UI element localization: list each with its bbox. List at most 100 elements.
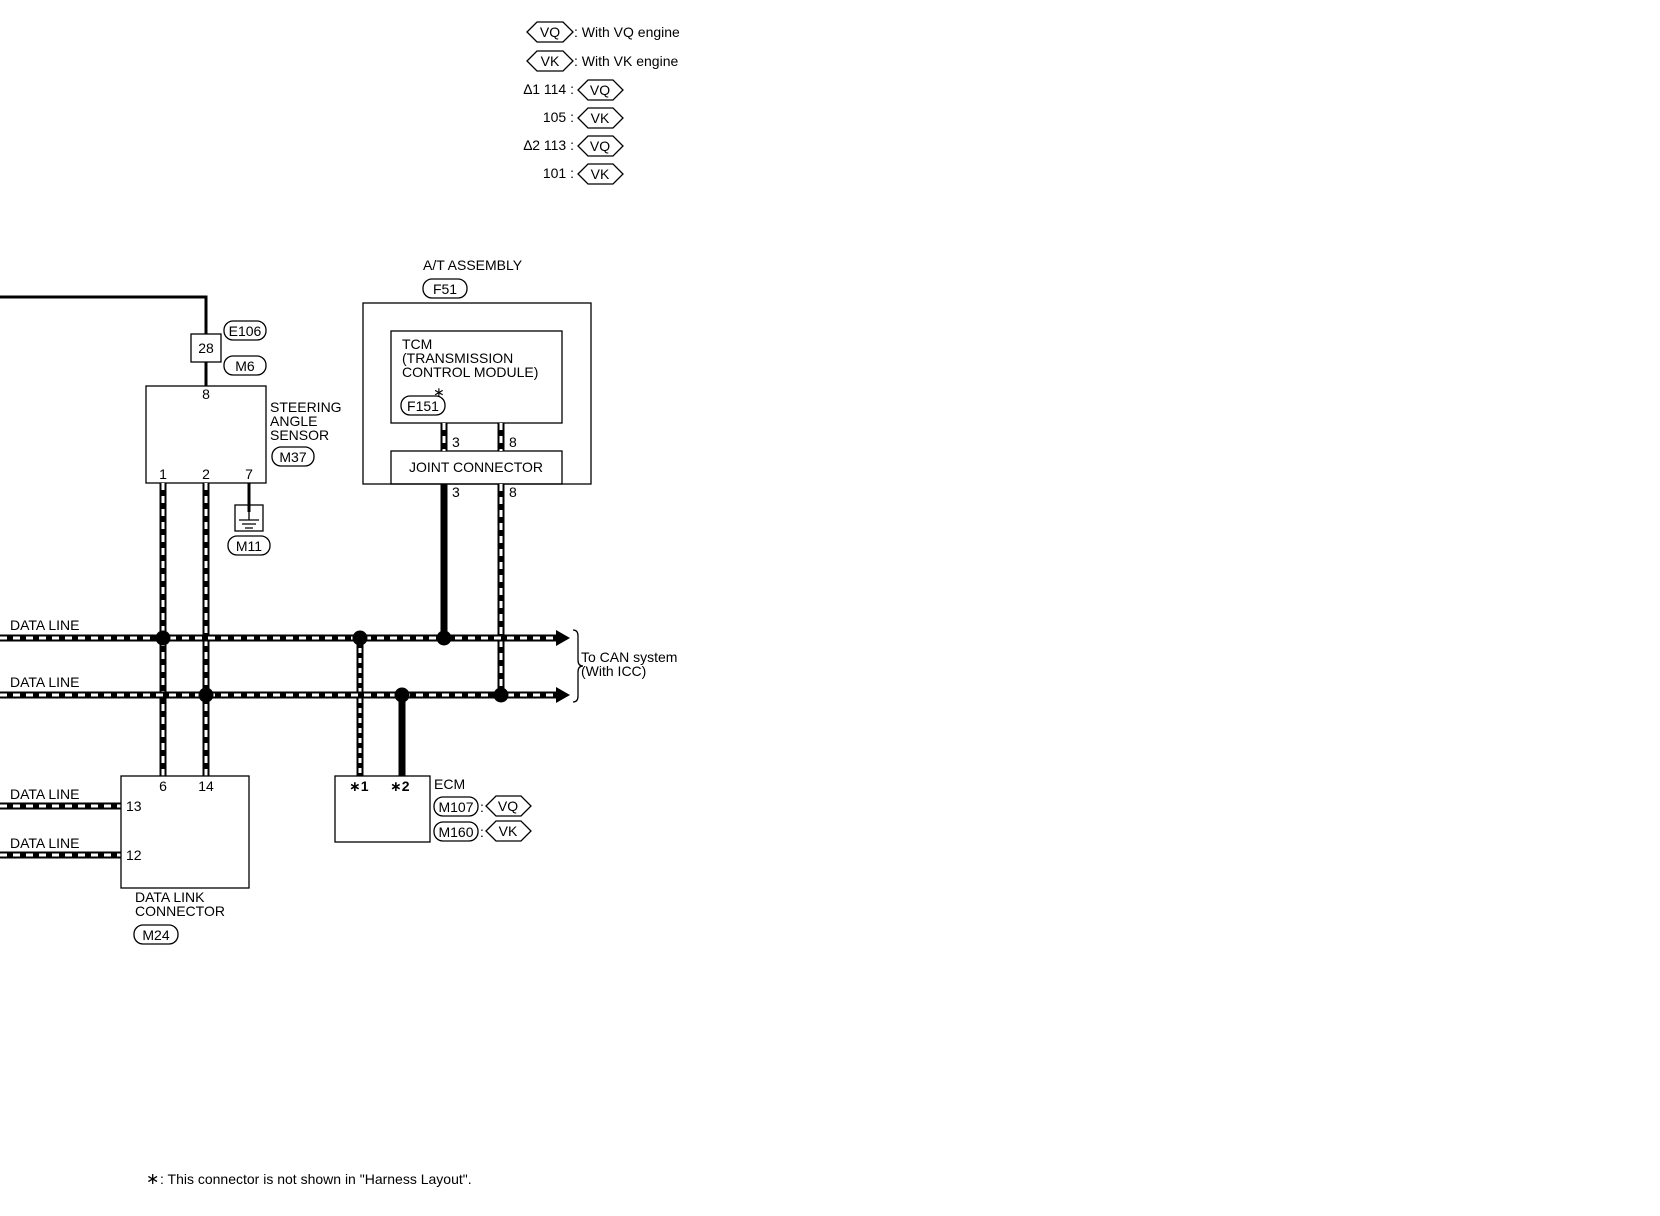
dlc-label-line1: DATA LINK [135,889,205,905]
ecm-pin-star1: ∗1 [349,778,369,794]
vk-legend-text: : With VK engine [574,53,678,69]
data-line-label-2: DATA LINE [10,674,80,690]
vq-tag-label: VQ [540,24,560,40]
can-brace [572,629,584,703]
footnote-text: : This connector is not shown in "Harnes… [160,1171,472,1187]
legend-vq-row: VQ : With VQ engine [526,21,680,43]
f51-connector-tag [422,278,468,299]
m24-connector-label: M24 [142,927,169,943]
steering-pin-2: 2 [202,466,210,482]
m6-connector-label: M6 [235,358,255,374]
m37-connector-tag [271,446,315,467]
joint-connector-label: JOINT CONNECTOR [409,459,543,475]
data-wires [0,423,570,859]
tcm-star: ∗ [433,384,445,400]
ecm-vk-tag-shape [485,820,532,842]
ecm-vq-tag-shape [485,795,532,817]
note1-vq-tag: VQ [590,82,610,98]
m107-connector-label: M107 [438,799,473,815]
m24-connector-tag [133,924,179,945]
dlc-pin-13: 13 [126,798,142,814]
ground-m11: M11 [227,483,271,556]
ground-symbol-icon [239,512,259,529]
tcm-label-line1: TCM [402,336,432,352]
footnote: ∗ : This connector is not shown in "Harn… [146,1171,472,1188]
at-assembly-box [362,302,592,485]
tcm-box [390,330,563,424]
dlc-data-line-13-label: DATA LINE [10,786,80,802]
m37-connector-label: M37 [279,449,306,465]
tcm-pin-8-top: 8 [509,434,517,450]
tcm-pin-3-bottom: 3 [452,484,460,500]
power-feed-wire [0,295,208,334]
to-can-line1: To CAN system [581,649,677,665]
ecm-title: ECM [434,776,465,792]
ecm-colon-1: : [480,799,484,815]
steering-angle-sensor: 8 STEERING ANGLE SENSOR M37 1 2 7 [145,385,342,484]
ecm-box [334,775,431,843]
note2-vk-tag: VK [591,166,610,182]
vk-tag-shape [526,50,574,72]
ecm-vk-tag: VK [499,823,518,839]
ground-box [234,504,264,532]
joint-connector-box [390,450,563,485]
note2-vq-tag: VQ [590,138,610,154]
steering-label-line2: ANGLE [270,413,317,429]
tcm-label-line2: (TRANSMISSION [402,350,513,366]
f51-connector-label: F51 [433,281,457,297]
m6-connector-tag [223,355,267,376]
splice-dot [436,630,452,646]
note1-vk-tag-shape [577,107,624,129]
m107-connector-tag [433,796,479,817]
dlc-label-line2: CONNECTOR [135,903,225,919]
splice-dot [394,687,410,703]
data-link-connector: 6 14 13 12 DATA LINE DATA LINE DATA LINK… [10,775,250,945]
dlc-box [120,775,250,889]
steering-pin-7: 7 [245,466,253,482]
e106-connector-tag [223,320,267,341]
legend: VQ : With VQ engine VQ VK : With VK engi… [524,21,680,185]
dlc-data-line-12-label: DATA LINE [10,835,80,851]
m11-connector-tag [227,535,271,556]
splice-dot [198,687,214,703]
note1-vq-tag-shape [577,79,624,101]
steering-label-line1: STEERING [270,399,342,415]
f151-connector-label: F151 [407,398,439,414]
note2-vk-label: 101 : [543,165,574,181]
bus-2-arrow-icon [556,687,570,703]
legend-vk-row: VQ VK : With VK engine [526,50,678,72]
steering-label-line3: SENSOR [270,427,329,443]
legend-note-2: ∆2 113 : VQ 101 : VK [524,135,624,185]
e106-connector-label: E106 [229,323,262,339]
ecm-colon-2: : [480,824,484,840]
note2-vk-tag-shape [577,163,624,185]
vq-legend-text: : With VQ engine [574,24,680,40]
note1-vk-label: 105 : [543,109,574,125]
tcm-label-line3: CONTROL MODULE) [402,364,538,380]
bus-1-arrow-icon [556,630,570,646]
dlc-pin-12: 12 [126,847,142,863]
m160-connector-label: M160 [438,824,473,840]
tcm-pin-8-bottom: 8 [509,484,517,500]
data-line-label-1: DATA LINE [10,617,80,633]
dlc-pin-6: 6 [159,778,167,794]
ecm-vq-tag: VQ [498,798,518,814]
dlc-pin-14: 14 [198,778,214,794]
junction-28-pin: 28 [198,340,214,356]
splice-dot [493,687,509,703]
to-can-line2: (With ICC) [581,663,646,679]
note1-vk-tag: VK [591,110,610,126]
f151-connector-tag [400,395,446,416]
ecm: ∗1 ∗2 ECM M107 : VQ M160 : VK [334,775,532,843]
steering-pin-1: 1 [159,466,167,482]
junction-28: 28 E106 M6 [190,320,267,376]
at-assembly-title: A/T ASSEMBLY [423,257,523,273]
splice-dot [155,630,171,646]
at-assembly: A/T ASSEMBLY F51 TCM (TRANSMISSION CONTR… [362,257,592,500]
legend-note-1: ∆1 114 : VQ 105 : VK [524,79,624,129]
note2-label: ∆2 113 : [524,137,574,153]
footnote-star: ∗ [146,1171,159,1188]
vq-tag-shape [526,21,574,43]
m160-connector-tag [433,821,479,842]
